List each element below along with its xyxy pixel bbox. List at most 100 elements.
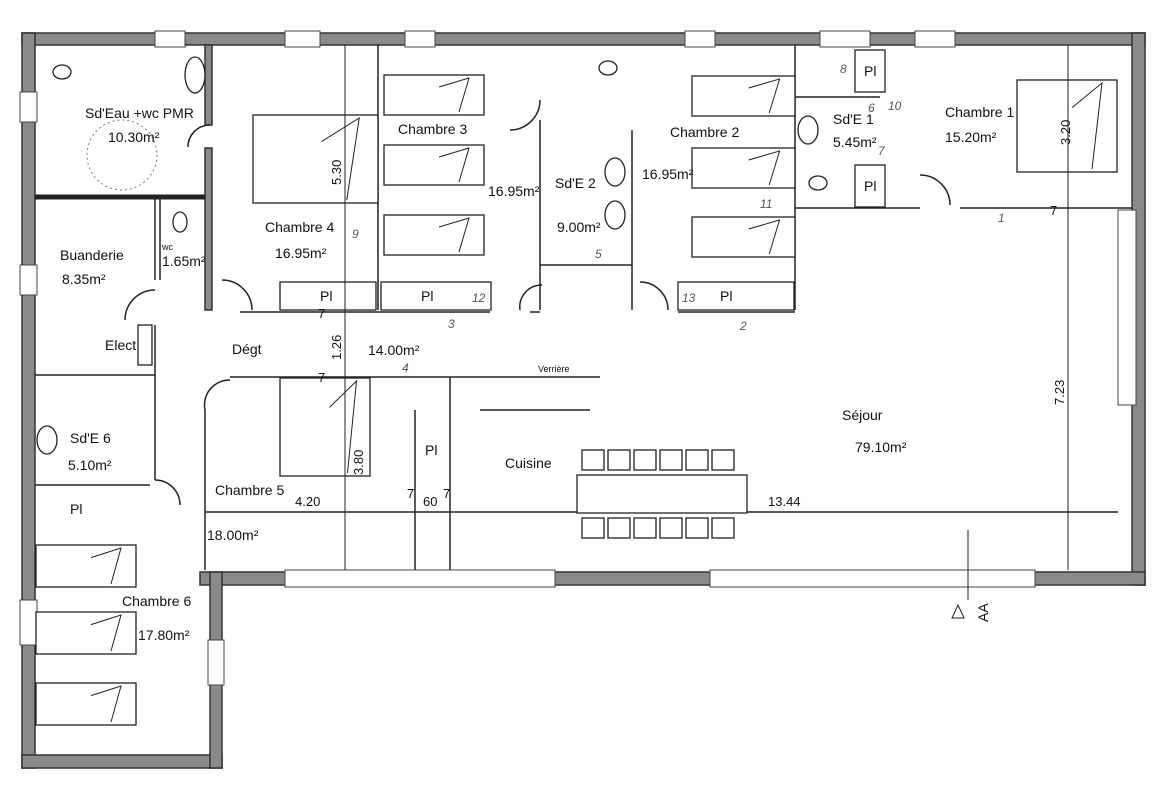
room-name: Chambre 6 <box>122 593 191 609</box>
single-bed <box>383 214 485 256</box>
bed-cover-mark <box>90 685 122 723</box>
room-area: 5.45m² <box>833 134 877 150</box>
room-name: Dégt <box>232 341 262 357</box>
dim-7: 7 <box>443 486 450 501</box>
dim-3-80: 3.80 <box>351 450 366 475</box>
dim-4-20: 4.20 <box>295 494 320 509</box>
room-area: 14.00m² <box>368 342 420 358</box>
single-bed <box>383 74 485 116</box>
room-labels: Sd'Eau +wc PMR 10.30m² Buanderie 8.35m² … <box>60 104 1014 643</box>
note: 4 <box>402 361 409 375</box>
sink <box>36 425 58 455</box>
single-bed <box>383 144 485 186</box>
bed-cover-mark <box>748 150 781 186</box>
turning-circle <box>86 119 158 191</box>
section-marker: AA <box>951 603 991 622</box>
placard <box>677 281 795 311</box>
section-arrow-icon <box>951 603 965 619</box>
double-bed <box>252 114 379 204</box>
room-area: 16.95m² <box>275 245 327 261</box>
note: 6 <box>868 101 875 115</box>
room-area: 15.20m² <box>945 129 997 145</box>
bed-cover-mark <box>438 147 470 183</box>
sink <box>184 56 206 94</box>
section-label: AA <box>975 603 991 622</box>
placard-label: Pl <box>720 288 732 304</box>
dim-60: 60 <box>423 494 437 509</box>
placard-label: Pl <box>425 442 437 458</box>
room-name: Chambre 3 <box>398 121 467 137</box>
bed-cover-mark <box>438 77 470 113</box>
placard <box>279 281 377 311</box>
placard <box>380 281 492 311</box>
room-area: 1.65m² <box>162 253 206 269</box>
single-bed <box>691 147 796 189</box>
sink <box>797 115 819 145</box>
note: 10 <box>888 99 902 113</box>
room-area: 16.95m² <box>488 183 540 199</box>
bed-cover-mark <box>748 78 781 114</box>
dimension-labels: 5.30 1.26 7 7 3.80 4.20 7 60 7 13.44 7.2… <box>295 120 1073 509</box>
placard <box>854 49 886 93</box>
bed-cover-mark <box>321 116 360 201</box>
placard-label: Pl <box>421 288 433 304</box>
placard-label: Pl <box>864 63 876 79</box>
room-name: Chambre 4 <box>265 219 334 235</box>
dim-7: 7 <box>318 306 325 321</box>
room-area: 18.00m² <box>207 527 259 543</box>
single-bed <box>35 611 137 655</box>
room-area: 10.30m² <box>108 129 160 145</box>
dim-7: 7 <box>318 370 325 385</box>
room-name: Elect <box>105 337 136 353</box>
room-name: Chambre 2 <box>670 124 739 140</box>
note: 8 <box>840 62 847 76</box>
room-name: Sd'Eau +wc PMR <box>85 105 194 121</box>
electrical-panel <box>137 324 153 366</box>
chairs <box>581 449 735 539</box>
room-area: 79.10m² <box>855 439 907 455</box>
bed-cover-mark <box>438 217 470 253</box>
note: 9 <box>352 227 359 241</box>
dim-1-26: 1.26 <box>329 335 344 360</box>
bed-cover-mark <box>90 614 122 652</box>
bed-cover-mark <box>90 547 122 585</box>
dim-3-20: 3.20 <box>1058 120 1073 145</box>
note: 13 <box>682 291 696 305</box>
dining-table <box>576 474 748 514</box>
placard <box>854 164 886 208</box>
room-name: Sd'E 1 <box>833 111 874 127</box>
note: 3 <box>448 317 455 331</box>
single-bed <box>35 544 137 588</box>
placard-label: Pl <box>320 288 332 304</box>
room-name: Séjour <box>842 407 883 423</box>
note: 5 <box>595 247 602 261</box>
room-name: Buanderie <box>60 247 124 263</box>
single-bed <box>691 75 796 117</box>
room-name: Sd'E 6 <box>70 430 111 446</box>
dim-7: 7 <box>1050 203 1057 218</box>
room-area: 17.80m² <box>138 627 190 643</box>
bed-cover-mark <box>1071 81 1103 170</box>
note: 7 <box>878 144 886 158</box>
exterior-walls <box>19 30 1146 769</box>
bed-cover-mark <box>329 379 358 474</box>
dim-5-30: 5.30 <box>329 160 344 185</box>
note: 1 <box>998 211 1005 225</box>
room-name: Cuisine <box>505 455 552 471</box>
handwritten-notes: 9 12 3 4 13 2 1 6 10 8 7 5 11 <box>352 62 1005 375</box>
note: 11 <box>760 197 772 211</box>
verriere-label: Verrière <box>538 364 570 374</box>
doors <box>124 99 951 506</box>
placard-labels: Pl Pl Pl Pl Pl Pl Pl Verrière <box>70 63 876 517</box>
room-name: wc <box>161 242 173 252</box>
dimension-lines <box>344 45 1069 600</box>
toilet <box>598 60 618 76</box>
bed-cover-mark <box>748 219 781 255</box>
placard-label: Pl <box>70 501 82 517</box>
placard-label: Pl <box>864 178 876 194</box>
room-name: Sd'E 2 <box>555 175 596 191</box>
single-bed <box>691 216 796 258</box>
room-area: 8.35m² <box>62 271 106 287</box>
room-name: Chambre 1 <box>945 104 1014 120</box>
